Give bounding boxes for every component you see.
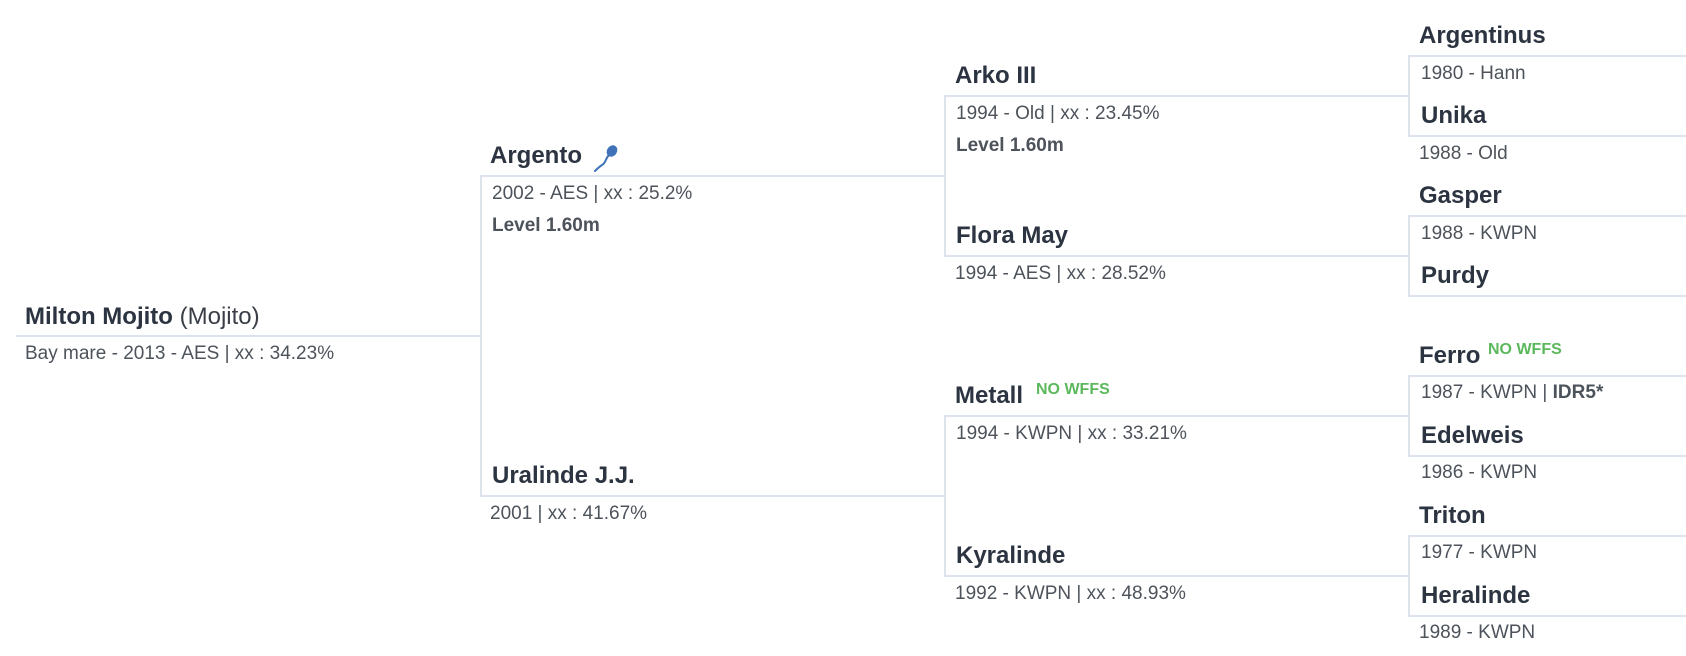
edelweis-info: 1986 - KWPN [1421, 462, 1538, 483]
connector-subject [16, 335, 482, 337]
connector-dam-dam [944, 575, 1410, 577]
unika-name[interactable]: Unika [1421, 102, 1487, 129]
connector-gasper [1408, 215, 1686, 217]
dam-sire-info: 1994 - KWPN | xx : 33.21% [956, 423, 1187, 444]
dam-name[interactable]: Uralinde J.J. [492, 462, 635, 489]
connector-sire-sire [944, 95, 1410, 97]
sire-info: 2002 - AES | xx : 25.2% [492, 183, 693, 204]
connector-sire-dam [944, 255, 1410, 257]
connector-unika [1408, 135, 1686, 137]
connector-sire [480, 175, 946, 177]
subject-name-row[interactable]: Milton Mojito (Mojito) [25, 303, 260, 331]
frozen-semen-icon [594, 145, 618, 172]
connector-triton [1408, 535, 1686, 537]
connector-gen3-d-vertical [1408, 535, 1410, 615]
triton-name[interactable]: Triton [1419, 502, 1486, 529]
connector-edelweis [1408, 455, 1686, 457]
purdy-name[interactable]: Purdy [1421, 262, 1490, 289]
edelweis-name[interactable]: Edelweis [1421, 422, 1524, 449]
subject-alias: (Mojito) [179, 303, 260, 330]
sire-sire-name[interactable]: Arko III [955, 62, 1037, 89]
dam-info: 2001 | xx : 41.67% [490, 503, 648, 524]
connector-gen1-vertical [480, 175, 482, 495]
sire-sire-level: Level 1.60m [956, 135, 1064, 156]
sire-sire-info: 1994 - Old | xx : 23.45% [956, 103, 1160, 124]
connector-dam [480, 495, 946, 497]
connector-dam-vertical [944, 415, 946, 577]
argentinus-info: 1980 - Hann [1421, 63, 1526, 84]
unika-info: 1988 - Old [1419, 143, 1508, 164]
connector-sire-vertical [944, 95, 946, 257]
dam-dam-name[interactable]: Kyralinde [956, 542, 1066, 569]
connector-gen3-a-vertical [1408, 55, 1410, 135]
argentinus-name[interactable]: Argentinus [1419, 22, 1546, 49]
gasper-info: 1988 - KWPN [1421, 223, 1538, 244]
connector-gen3-b-vertical [1408, 215, 1410, 295]
connector-ferro [1408, 375, 1686, 377]
sire-dam-info: 1994 - AES | xx : 28.52% [955, 263, 1166, 284]
ferro-info: 1987 - KWPN | IDR5* [1421, 381, 1603, 405]
dam-dam-info: 1992 - KWPN | xx : 48.93% [955, 583, 1186, 604]
connector-dam-sire [944, 415, 1410, 417]
ferro-info-text: 1987 - KWPN | [1421, 382, 1548, 403]
triton-info: 1977 - KWPN [1421, 542, 1538, 563]
dam-sire-name[interactable]: Metall [955, 382, 1024, 409]
sire-dam-name[interactable]: Flora May [956, 222, 1069, 249]
subject-info: Bay mare - 2013 - AES | xx : 34.23% [25, 343, 335, 364]
ferro-wffs-badge: NO WFFS [1488, 341, 1562, 358]
ferro-dressage-index: IDR5* [1552, 382, 1604, 403]
connector-heralinde [1408, 615, 1686, 617]
connector-argentinus [1408, 55, 1686, 57]
subject-name[interactable]: Milton Mojito [25, 303, 173, 330]
dam-sire-wffs-badge: NO WFFS [1036, 381, 1110, 398]
sire-name[interactable]: Argento [490, 142, 582, 169]
ferro-name[interactable]: Ferro [1419, 342, 1481, 369]
heralinde-info: 1989 - KWPN [1419, 622, 1536, 643]
sire-level: Level 1.60m [492, 215, 600, 236]
connector-purdy [1408, 295, 1686, 297]
heralinde-name[interactable]: Heralinde [1421, 582, 1531, 609]
gasper-name[interactable]: Gasper [1419, 182, 1502, 209]
connector-gen3-c-vertical [1408, 375, 1410, 455]
